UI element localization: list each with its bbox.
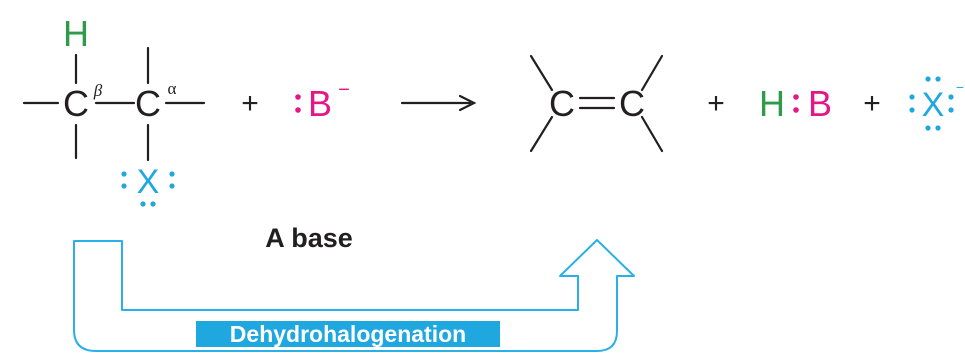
halogen-atom: X (137, 163, 160, 201)
reactant-molecule: H C β C α X (22, 13, 206, 207)
byproduct-hydrogen: H (759, 83, 785, 124)
alkene-carbon-right: C (619, 83, 645, 124)
lone-pair-dot (925, 76, 931, 82)
reaction-arrow (400, 94, 477, 112)
halogen-lone-pairs (121, 171, 175, 207)
bond-alkene-lr (640, 115, 664, 153)
process-label: Dehydrohalogenation (230, 321, 466, 347)
lone-pair-dot (140, 201, 146, 207)
alkene-product: C C (529, 54, 664, 153)
lone-pair-dot (169, 183, 175, 189)
plus-sign: + (707, 87, 725, 120)
base-lone-pair-dot (295, 107, 301, 113)
base-charge: − (338, 79, 350, 101)
hydrogen-atom: H (63, 13, 89, 54)
halide-symbol: X (922, 86, 945, 124)
beta-label: β (93, 81, 103, 100)
lone-pair-dot (935, 76, 941, 82)
lone-pair-dot (948, 107, 954, 113)
halide-lone-pairs (909, 76, 954, 131)
carbon-alpha: C (135, 83, 161, 124)
lone-pair-dot (935, 125, 941, 131)
halide-charge: − (956, 79, 964, 95)
lone-pair-dot (121, 183, 127, 189)
lone-pair-dot (925, 125, 931, 131)
lone-pair-dot (169, 171, 175, 177)
lone-pair-dot (150, 201, 156, 207)
shared-pair-dot (793, 94, 799, 100)
reaction-arrow-head (458, 94, 477, 112)
bond-alkene-ll (529, 115, 554, 153)
base-lone-pair-dot (295, 94, 301, 100)
lone-pair-dot (909, 94, 915, 100)
bond-alkene-ul (529, 54, 554, 92)
carbon-beta: C (63, 83, 89, 124)
alkene-carbon-left: C (549, 83, 575, 124)
bond-alkene-ur (640, 54, 664, 92)
halide-ion: X − (909, 76, 964, 131)
lone-pair-dot (909, 107, 915, 113)
process-label-background (196, 321, 500, 347)
process-arrow: Dehydrohalogenation (73, 239, 635, 352)
lone-pair-dot (121, 171, 127, 177)
conjugate-acid: H B (759, 83, 832, 124)
shared-pair-dot (793, 107, 799, 113)
alpha-label: α (168, 79, 177, 98)
reagent-caption: A base (265, 223, 353, 253)
base-reagent: B − (295, 79, 350, 124)
base-symbol: B (308, 83, 332, 124)
plus-sign: + (863, 87, 881, 120)
byproduct-base: B (808, 83, 832, 124)
plus-sign: + (241, 87, 259, 120)
lone-pair-dot (948, 94, 954, 100)
